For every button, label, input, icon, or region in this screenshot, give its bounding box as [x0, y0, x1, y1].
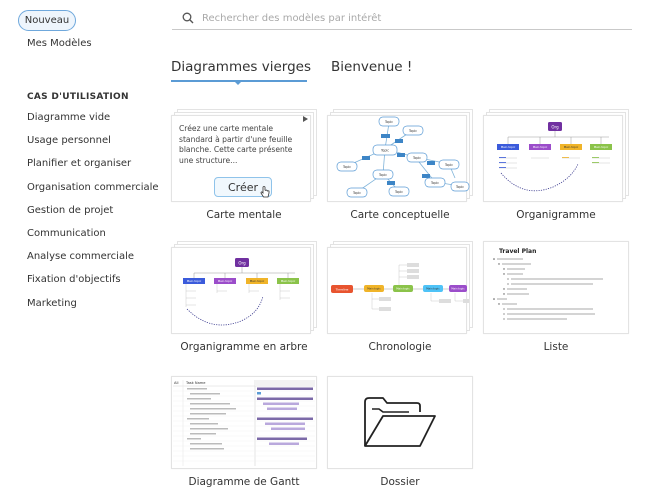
gantt-preview: All Task Name — [173, 380, 315, 466]
svg-text:Topic: Topic — [455, 185, 464, 189]
nav-item-planifier[interactable]: Planifier et organiser — [27, 158, 132, 170]
template-label: Organigramme en arbre — [180, 341, 308, 353]
template-thumbnail[interactable]: Créez une carte mentale standard à parti… — [171, 109, 317, 202]
my-templates-link[interactable]: Mes Modèles — [27, 38, 92, 49]
svg-text:Topic: Topic — [384, 120, 393, 124]
nav-item-diagramme-vide[interactable]: Diagramme vide — [27, 112, 111, 123]
template-thumbnail[interactable]: Topic Topic Topic Topic Topic Topic Topi… — [327, 109, 473, 202]
svg-text:Timeline: Timeline — [335, 288, 349, 292]
concept-map-preview: Topic Topic Topic Topic Topic Topic Topi… — [336, 116, 470, 198]
template-card-list[interactable]: Travel Plan Liste — [483, 241, 629, 353]
template-card-tree-org-chart[interactable]: Org Main topic Main topic Main topic Mai… — [171, 241, 317, 353]
svg-text:Main topic: Main topic — [451, 287, 465, 291]
template-label: Liste — [543, 341, 569, 353]
template-card-folder[interactable]: Dossier — [327, 376, 473, 488]
template-label: Organigramme — [516, 209, 596, 221]
nav-item-communication[interactable]: Communication — [27, 227, 106, 239]
active-tab-caret — [233, 80, 243, 85]
svg-text:Topic: Topic — [430, 181, 439, 185]
nav-item-marketing[interactable]: Marketing — [27, 297, 77, 309]
template-label: Carte conceptuelle — [350, 209, 450, 221]
sidebar: Nouveau Mes Modèles CAS D'UTILISATION Di… — [0, 0, 160, 493]
tab-diagrammes-vierges[interactable]: Diagrammes vierges — [171, 59, 312, 75]
template-thumbnail[interactable]: Timeline Main topic Main topic Main topi… — [327, 241, 473, 334]
svg-text:Topic: Topic — [412, 156, 421, 160]
svg-text:Topic: Topic — [342, 165, 351, 169]
nav-item-gestion-projet[interactable]: Gestion de projet — [27, 204, 114, 216]
svg-text:Main topic: Main topic — [281, 279, 296, 283]
template-label: Diagramme de Gantt — [188, 476, 300, 488]
svg-text:Topic: Topic — [378, 173, 387, 177]
use-cases-heading: CAS D'UTILISATION — [27, 92, 129, 102]
svg-text:Org: Org — [551, 124, 559, 129]
folder-icon — [364, 397, 436, 447]
svg-text:Main topic: Main topic — [564, 145, 579, 149]
template-card-timeline[interactable]: Timeline Main topic Main topic Main topi… — [327, 241, 473, 353]
svg-text:Topic: Topic — [394, 190, 403, 194]
search-input[interactable] — [202, 12, 602, 24]
svg-text:All: All — [174, 381, 178, 385]
template-label: Chronologie — [368, 341, 432, 353]
template-thumbnail[interactable]: All Task Name — [171, 376, 317, 469]
search-icon — [178, 12, 198, 24]
nav-item-usage-personnel[interactable]: Usage personnel — [27, 135, 111, 147]
tree-org-chart-preview: Org Main topic Main topic Main topic Mai… — [183, 258, 299, 326]
nav-item-analyse-commerciale[interactable]: Analyse commerciale — [27, 251, 135, 263]
svg-text:Main topic: Main topic — [533, 145, 548, 149]
list-preview: Travel Plan — [493, 248, 603, 320]
nav-item-fixation-objectifs[interactable]: Fixation d'objectifs — [27, 274, 121, 286]
svg-text:Topic: Topic — [444, 163, 453, 167]
template-thumbnail[interactable]: Org Main topic Main topic Main topic Mai… — [483, 109, 629, 202]
svg-text:Main topic: Main topic — [426, 287, 440, 291]
template-label: Dossier — [380, 476, 420, 488]
svg-text:Topic: Topic — [352, 191, 361, 195]
svg-text:Main topic: Main topic — [187, 279, 202, 283]
org-chart-preview: Org Main topic Main topic Main topic Mai… — [497, 122, 612, 192]
play-icon[interactable] — [303, 116, 308, 122]
use-case-list: Diagramme vide Usage personnel Planifier… — [27, 111, 159, 320]
template-thumbnail[interactable] — [327, 376, 473, 469]
svg-text:Topic: Topic — [408, 129, 417, 133]
svg-text:Main topic: Main topic — [367, 287, 381, 291]
template-card-mind-map[interactable]: Créez une carte mentale standard à parti… — [171, 109, 317, 221]
template-thumbnail[interactable]: Org Main topic Main topic Main topic Mai… — [171, 241, 317, 334]
template-thumbnail[interactable]: Travel Plan — [483, 241, 629, 334]
new-button[interactable]: Nouveau — [18, 10, 76, 31]
nav-item-organisation-commerciale[interactable]: Organisation commerciale — [27, 181, 159, 193]
svg-text:Task Name: Task Name — [185, 381, 206, 385]
svg-text:Topic: Topic — [380, 149, 389, 153]
svg-text:Main topic: Main topic — [250, 279, 265, 283]
tab-bienvenue[interactable]: Bienvenue ! — [331, 59, 413, 75]
template-card-gantt[interactable]: All Task Name — [171, 376, 317, 488]
svg-text:Main topic: Main topic — [396, 287, 410, 291]
template-card-org-chart[interactable]: Org Main topic Main topic Main topic Mai… — [483, 109, 629, 221]
svg-text:Org: Org — [238, 260, 246, 265]
create-button[interactable]: Créer — [214, 177, 272, 197]
svg-text:Main topic: Main topic — [594, 145, 609, 149]
svg-text:Travel Plan: Travel Plan — [499, 248, 536, 255]
search-bar — [172, 7, 632, 30]
template-description: Créez une carte mentale standard à parti… — [179, 124, 293, 165]
template-card-concept-map[interactable]: Topic Topic Topic Topic Topic Topic Topi… — [327, 109, 473, 221]
timeline-preview: Timeline Main topic Main topic Main topi… — [331, 263, 469, 311]
svg-text:Main topic: Main topic — [501, 145, 516, 149]
template-label: Carte mentale — [206, 209, 282, 221]
svg-text:Main topic: Main topic — [218, 279, 233, 283]
